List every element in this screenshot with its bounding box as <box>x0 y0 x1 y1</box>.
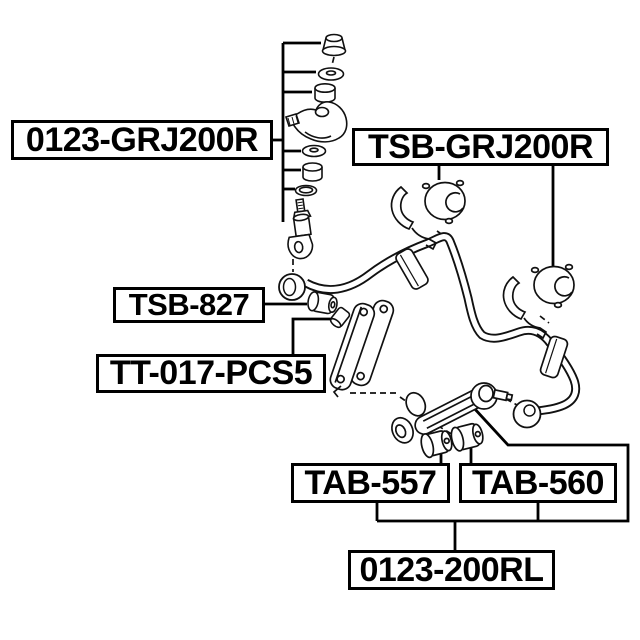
part-label-tab-560: TAB-560 <box>459 463 617 503</box>
bushing-lower <box>302 162 323 182</box>
bar-bushing-right <box>502 263 575 340</box>
nut <box>321 33 347 57</box>
bracket <box>502 275 527 321</box>
bar-clamp-right <box>539 335 569 379</box>
shackle-plates <box>329 299 395 398</box>
leader-lines <box>265 41 630 550</box>
bracket <box>390 185 415 231</box>
part-label-0123-200rl: 0123-200RL <box>348 550 555 590</box>
bushing <box>533 265 575 305</box>
washer-ring <box>294 184 318 197</box>
bar-clamp-left <box>395 248 429 290</box>
stabilizer-bar <box>278 232 581 429</box>
stabilizer-link <box>287 198 314 260</box>
part-label-tt-017-pcs5: TT-017-PCS5 <box>96 354 326 393</box>
part-label-tab-557: TAB-557 <box>291 463 450 503</box>
bar-end-bushing <box>307 291 338 315</box>
collar-pin <box>329 306 351 329</box>
link-bracket <box>284 101 348 143</box>
part-label-tsb-grj200r: TSB-GRJ200R <box>352 128 609 166</box>
arm-bushing-rear <box>450 422 484 452</box>
part-label-0123-grj200r: 0123-GRJ200R <box>11 120 273 160</box>
bar-bushing-left <box>390 179 466 251</box>
retainer-lower <box>301 144 327 158</box>
bushing-upper <box>314 83 336 103</box>
arm-bushing-front <box>420 430 453 459</box>
control-arm-assembly <box>391 382 514 459</box>
retainer-upper <box>317 67 345 81</box>
stabilizer-link-stack <box>284 33 348 260</box>
part-label-tsb-827: TSB-827 <box>113 287 265 323</box>
bushing <box>424 181 466 221</box>
